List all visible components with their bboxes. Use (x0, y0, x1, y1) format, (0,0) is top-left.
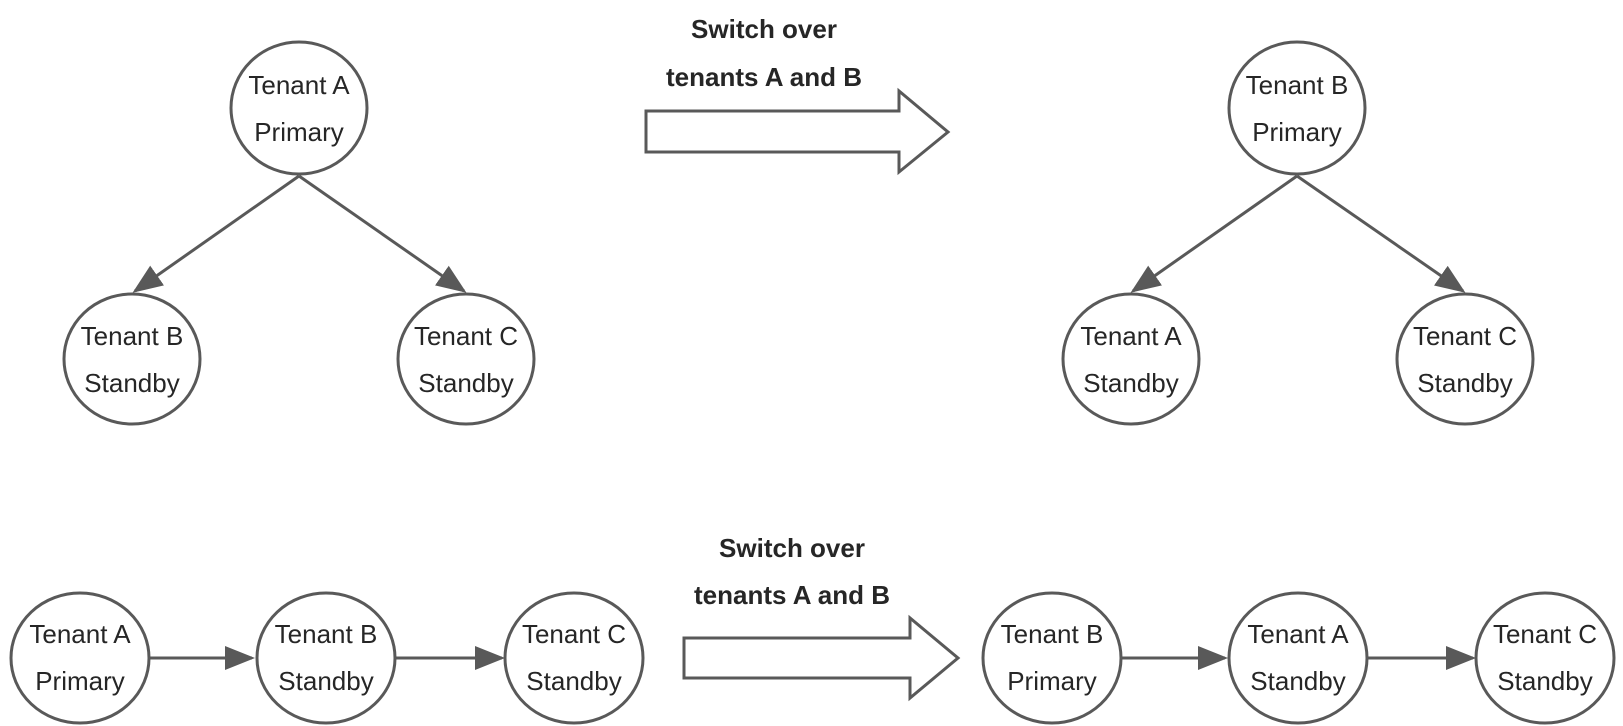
node-bottom-after-2: Tenant A Standby (1227, 591, 1369, 725)
node-bottom-before-1: Tenant A Primary (9, 591, 151, 725)
node-role: Standby (84, 368, 179, 398)
node-name: Tenant C (1413, 321, 1517, 351)
node-name: Tenant B (275, 619, 378, 649)
bottom-transition: Switch over tenants A and B (682, 533, 961, 702)
node-bottom-before-2: Tenant B Standby (255, 591, 397, 725)
top-transition: Switch over tenants A and B (644, 14, 951, 176)
node-top-after-standby-left: Tenant A Standby (1061, 292, 1201, 426)
top-after-tree: Tenant B Primary Tenant A Standby Tenant… (1061, 40, 1535, 426)
node-top-before-standby-left: Tenant B Standby (62, 292, 202, 426)
node-name: Tenant B (1246, 70, 1349, 100)
caption-line1: Switch over (719, 533, 865, 563)
caption-line2: tenants A and B (694, 580, 890, 610)
node-role: Standby (1250, 666, 1345, 696)
node-role: Standby (1417, 368, 1512, 398)
node-name: Tenant C (522, 619, 626, 649)
edge-top-after-left (1130, 174, 1298, 293)
node-top-before-standby-right: Tenant C Standby (396, 292, 536, 426)
node-name: Tenant A (1080, 321, 1182, 351)
node-name: Tenant C (1493, 619, 1597, 649)
transition-arrow (682, 614, 961, 702)
node-name: Tenant A (248, 70, 350, 100)
node-role: Standby (1083, 368, 1178, 398)
node-role: Standby (1497, 666, 1592, 696)
edge-top-before-left (132, 174, 300, 293)
node-role: Primary (35, 666, 125, 696)
node-role: Standby (278, 666, 373, 696)
edge-top-after-right (1296, 174, 1466, 293)
node-role: Primary (1007, 666, 1097, 696)
node-role: Primary (1252, 117, 1342, 147)
edge-top-before-right (298, 174, 467, 293)
node-top-after-standby-right: Tenant C Standby (1395, 292, 1535, 426)
node-top-after-primary: Tenant B Primary (1227, 40, 1367, 176)
node-name: Tenant A (29, 619, 131, 649)
node-name: Tenant B (1001, 619, 1104, 649)
bottom-before-chain: Tenant A Primary Tenant B Standby Tenant… (9, 591, 645, 725)
node-name: Tenant C (414, 321, 518, 351)
node-bottom-after-1: Tenant B Primary (981, 591, 1123, 725)
node-top-before-primary: Tenant A Primary (229, 40, 369, 176)
caption-line2: tenants A and B (666, 62, 862, 92)
top-before-tree: Tenant A Primary Tenant B Standby Tenant… (62, 40, 536, 426)
node-role: Standby (526, 666, 621, 696)
node-bottom-before-3: Tenant C Standby (503, 591, 645, 725)
node-name: Tenant A (1247, 619, 1349, 649)
caption-line1: Switch over (691, 14, 837, 44)
bottom-after-chain: Tenant B Primary Tenant A Standby Tenant… (981, 591, 1616, 725)
node-role: Primary (254, 117, 344, 147)
node-role: Standby (418, 368, 513, 398)
node-bottom-after-3: Tenant C Standby (1474, 591, 1616, 725)
node-name: Tenant B (81, 321, 184, 351)
transition-arrow (644, 87, 951, 176)
